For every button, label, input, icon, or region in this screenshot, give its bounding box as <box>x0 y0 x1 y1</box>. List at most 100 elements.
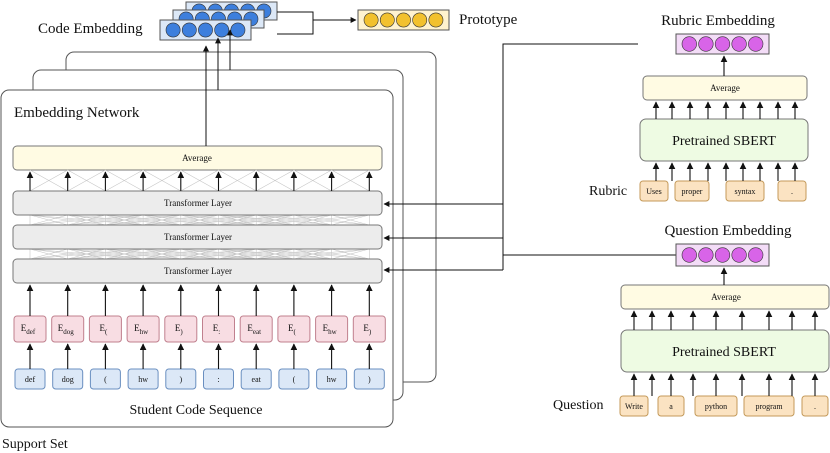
token-embedding-text: E( <box>99 323 108 336</box>
rubric-embedding-dot <box>714 36 731 52</box>
attention-line <box>256 169 295 192</box>
rubric-label: Rubric <box>589 184 627 199</box>
token-embedding-text: E) <box>175 323 184 336</box>
transformer-layer-1-label: Transformer Layer <box>164 198 232 208</box>
attention-line <box>29 214 144 226</box>
rubric-sbert-label: Pretrained SBERT <box>672 134 776 149</box>
question-token-text: program <box>755 402 783 411</box>
attention-line <box>180 214 294 226</box>
attention-line <box>142 169 181 192</box>
embedding-network-label: Embedding Network <box>14 105 140 121</box>
question-to-transformer-connector <box>502 204 676 256</box>
code-token-text: def <box>25 375 36 384</box>
prototype-dot <box>379 12 395 28</box>
attention-line <box>105 248 181 260</box>
prototype-dot <box>363 12 379 28</box>
attention-line <box>331 248 370 260</box>
code-embedding-layer-front-dot <box>230 22 246 38</box>
transformer-layer-1 <box>12 190 383 216</box>
attention-line <box>105 248 219 260</box>
support-set-label: Support Set <box>2 437 68 452</box>
code-embedding-layer-front-dot <box>214 22 230 38</box>
attention-line <box>143 248 257 260</box>
prototype-label: Prototype <box>459 12 518 28</box>
prototype-dot <box>412 12 428 28</box>
code-token-text: ) <box>179 375 182 384</box>
prototype-vector <box>357 9 450 31</box>
attention-line <box>331 169 370 192</box>
token-embedding-subscript: dog <box>63 328 74 336</box>
token-embedding-text: E: <box>213 323 221 336</box>
attention-line <box>105 214 181 226</box>
question-token-text: python <box>705 402 727 411</box>
rubric-average-box <box>642 75 808 101</box>
transformer-layer-2 <box>12 224 383 250</box>
attention-line <box>218 214 332 226</box>
rubric-embedding-dot <box>698 36 714 52</box>
attention-line <box>67 214 144 226</box>
rubric-token-text: proper <box>682 187 703 196</box>
rubric-to-transformer-connector <box>502 43 638 204</box>
attention-line <box>29 169 68 192</box>
attention-line <box>180 214 257 226</box>
question-sbert-box <box>620 329 830 373</box>
attention-line <box>293 248 370 260</box>
attention-line <box>29 214 106 226</box>
rubric-token-box <box>674 180 710 202</box>
question-embedding-dot <box>681 247 697 263</box>
code-token-text: hw <box>138 375 148 384</box>
rubric-token-text: Uses <box>646 187 662 196</box>
transformer-layer-3 <box>12 258 383 284</box>
attention-line <box>143 214 219 226</box>
rubric-embedding-dot <box>731 36 747 52</box>
token-embedding-subscript: hw <box>140 328 150 336</box>
token-embedding-subscript: ( <box>293 328 296 336</box>
attention-line <box>143 248 219 260</box>
rubric-embedding-dot <box>681 36 697 52</box>
token-embedding-text: E) <box>363 323 372 336</box>
token-embedding-subscript: eat <box>253 328 261 336</box>
question-label: Question <box>553 398 604 413</box>
attention-line <box>293 214 370 226</box>
code-token-text: ( <box>293 375 296 384</box>
token-embedding-subscript: ) <box>369 328 372 336</box>
attention-line <box>256 214 332 226</box>
attention-line <box>218 169 257 192</box>
attention-line <box>67 214 181 226</box>
attention-line <box>180 248 294 260</box>
question-embedding-vector <box>675 243 770 267</box>
question-embedding-label: Question Embedding <box>664 223 792 239</box>
attention-connections <box>29 169 370 260</box>
question-embedding-dot <box>731 247 747 263</box>
code-average-label: Average <box>182 153 212 163</box>
question-average-box <box>620 284 830 310</box>
attention-line <box>29 214 68 226</box>
attention-line <box>331 214 370 226</box>
student-code-sequence-label: Student Code Sequence <box>130 403 263 418</box>
attention-line <box>29 248 68 260</box>
stack-to-prototype-connector <box>277 11 314 35</box>
question-embedding <box>675 243 770 267</box>
attention-line <box>256 248 370 260</box>
code-token-text: dog <box>62 375 74 384</box>
code-embedding-layer-front-dot <box>181 22 197 38</box>
token-embedding-subscript: : <box>218 328 220 336</box>
attention-line <box>105 169 144 192</box>
rubric-embedding-label: Rubric Embedding <box>661 13 775 29</box>
code-embedding-layer-front-dot <box>165 22 181 38</box>
rubric-token-box <box>777 180 807 202</box>
code-token-text: : <box>217 375 219 384</box>
code-embedding-layer-front-dot <box>198 22 213 38</box>
code-embedding-label: Code Embedding <box>38 21 143 37</box>
attention-line <box>218 214 294 226</box>
code-embedding-stack <box>159 1 278 41</box>
question-token-text: . <box>814 402 816 411</box>
attention-line <box>67 169 106 192</box>
question-token-text: a <box>669 402 673 411</box>
token-embedding-subscript: hw <box>328 328 338 336</box>
question-embedding-dot <box>714 247 731 263</box>
rubric-token-box <box>639 180 669 202</box>
code-token-text: ) <box>368 375 371 384</box>
attention-line <box>180 169 219 192</box>
rubric-sbert-box <box>639 118 809 162</box>
